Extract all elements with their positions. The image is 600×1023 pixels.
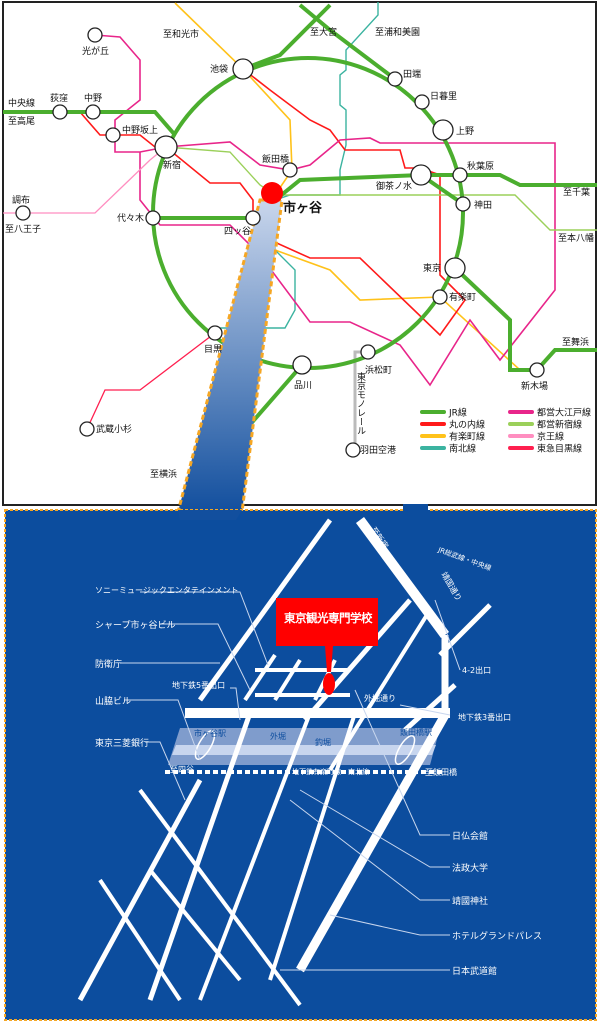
station-label: 浜松町 [365, 364, 392, 376]
exit-label: 地下鉄3番出口 [458, 713, 512, 722]
station-label: 目黒 [204, 344, 222, 355]
exit-label: 地下鉄5番出口 [172, 681, 226, 690]
legend-label: JR線 [448, 407, 467, 419]
landmark-label: シャープ市ヶ谷ビル [95, 621, 176, 631]
direction-label: 至舞浜 [562, 337, 589, 348]
direction-label: 至本八幡 [558, 232, 594, 244]
legend-label: 京王線 [537, 431, 564, 443]
station-label: 田端 [403, 68, 421, 80]
legend-label: 都営大江戸線 [537, 407, 591, 419]
landmark-label: 防衛庁 [95, 660, 123, 670]
direction-label: 至和光市 [163, 28, 199, 40]
street-label: 外堀 [270, 732, 286, 741]
station-label: 光が丘 [82, 45, 109, 57]
station-label: 池袋 [210, 63, 228, 75]
street-label: 靖国通り [439, 570, 464, 603]
street-label: 至四谷 [170, 765, 194, 774]
station-label: 新宿 [163, 159, 181, 171]
station-label-ichigaya: 市ヶ谷 [283, 200, 323, 216]
station-label: 羽田空港 [360, 444, 396, 456]
street-label: 至飯田橋 [425, 768, 457, 777]
street-label: 釣堀 [315, 738, 331, 747]
direction-label: 至大宮 [310, 26, 337, 38]
station-label: 中央線 [8, 97, 35, 109]
street-label: 至新宿 [368, 525, 390, 551]
direction-label: 至千葉 [563, 186, 590, 198]
street-label: 飯田橋駅 [400, 728, 432, 737]
station-label: 上野 [456, 126, 474, 137]
station-label: 新木場 [521, 380, 548, 392]
tokyu-meguro-line [86, 332, 216, 430]
street-label: 外堀通り [364, 694, 396, 703]
station-label: 調布 [12, 194, 30, 206]
direction-label: 至高尾 [8, 115, 35, 127]
station-label: 中野 [84, 92, 102, 104]
stations [15, 27, 545, 458]
street-label: JR総武線・中央線 [436, 545, 493, 573]
station-label: 秋葉原 [467, 160, 494, 172]
station-label: 御茶ノ水 [376, 180, 412, 192]
school-name: 東京観光専門学校 [284, 611, 373, 625]
direction-label: 至八王子 [5, 224, 41, 235]
route-map: 光が丘 荻窪 中野 中野坂上 中央線 至高尾 新宿 池袋 至和光市 飯田橋 市ヶ… [2, 1, 597, 512]
landmark-label: ソニーミュージックエンタテインメント [95, 586, 239, 595]
landmark-label: 法政大学 [452, 864, 489, 874]
landmark-label: 日仏会館 [452, 832, 489, 842]
legend-label: 丸の内線 [449, 419, 485, 431]
station-label: 武蔵小杉 [96, 423, 132, 435]
landmark-label: 靖國神社 [452, 897, 489, 907]
location-beam [176, 198, 284, 512]
station-label: 荻窪 [50, 92, 68, 104]
direction-label: 至浦和美園 [375, 26, 420, 38]
legend-label: 都営新宿線 [537, 419, 582, 431]
station-label: 代々木 [117, 212, 144, 224]
legend-label: 東急目黒線 [537, 443, 582, 455]
shinjuku-line [165, 146, 597, 231]
ichigaya-marker [261, 182, 283, 204]
monorail-label: 東京モノレール [355, 371, 366, 435]
station-label: 有楽町 [449, 291, 476, 303]
station-label: 東京 [423, 262, 441, 274]
landmark-label: 日本武道館 [452, 967, 498, 977]
legend-label: 南北線 [449, 443, 476, 455]
street-label: 地下鉄有楽町線・南北線 [292, 768, 369, 776]
landmark-label: ホテルグランドパレス [452, 932, 543, 942]
station-label: 神田 [474, 199, 492, 211]
exit-label: 4-2出口 [462, 666, 492, 675]
landmark-label: 東京三菱銀行 [95, 739, 150, 749]
station-label: 中野坂上 [122, 124, 158, 136]
station-label: 品川 [294, 380, 312, 391]
legend-label: 有楽町線 [449, 431, 485, 443]
street-label: 市ヶ谷駅 [194, 729, 226, 738]
station-label: 四ッ谷 [224, 226, 251, 237]
direction-label: 至横浜 [150, 468, 177, 480]
station-label: 飯田橋 [262, 153, 289, 165]
landmark-label: 山脇ビル [95, 697, 132, 707]
station-label: 日暮里 [430, 90, 457, 102]
